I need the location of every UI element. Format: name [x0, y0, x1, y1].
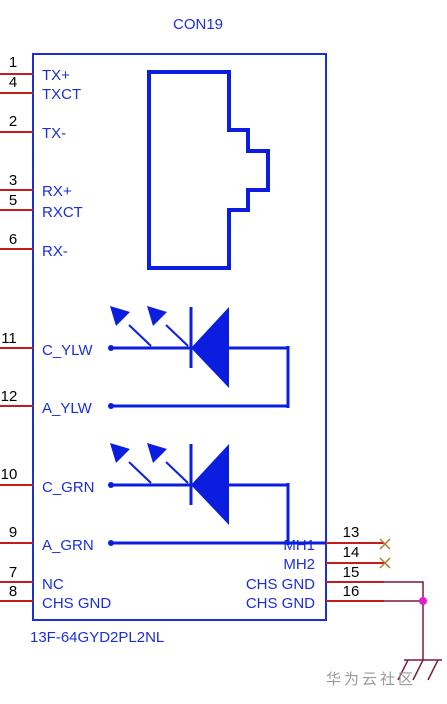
- chassis-ground-net: [384, 581, 424, 660]
- pin-number: 4: [9, 74, 17, 91]
- pin-label: TX-: [42, 125, 66, 142]
- pin-left-12[interactable]: 12 A_YLW: [0, 388, 93, 417]
- rj45-socket-icon: [147, 70, 270, 270]
- pin-left-7[interactable]: 7 NC: [0, 564, 64, 593]
- pin-number: 16: [343, 583, 360, 600]
- pin-label: CHS GND: [42, 595, 111, 612]
- pin-number: 9: [9, 524, 17, 541]
- pin-label: CHS GND: [246, 576, 315, 593]
- component-designator: CON19: [173, 16, 223, 33]
- no-connect-marker-mh2: [379, 557, 391, 569]
- pin-label: MH2: [283, 556, 315, 573]
- component-part-number: 13F-64GYD2PL2NL: [30, 629, 164, 646]
- pin-label: MH1: [283, 537, 315, 554]
- pin-left-11[interactable]: 11 C_YLW: [0, 330, 93, 359]
- pin-number: 7: [9, 564, 17, 581]
- pin-number: 2: [9, 113, 17, 130]
- pin-left-5[interactable]: 5 RXCT: [0, 192, 83, 221]
- pin-left-8[interactable]: 8 CHS GND: [0, 583, 111, 612]
- pin-number: 12: [1, 388, 18, 405]
- pin-number: 15: [343, 564, 360, 581]
- pin-number: 11: [1, 330, 17, 347]
- pin-left-10[interactable]: 10 C_GRN: [0, 466, 95, 496]
- watermark-text: 华为云社区: [326, 671, 416, 688]
- pin-label: TX+: [42, 67, 70, 84]
- no-connect-marker-mh1: [379, 538, 391, 550]
- pin-left-9[interactable]: 9 A_GRN: [0, 524, 94, 554]
- pin-label: A_YLW: [42, 400, 93, 417]
- pin-right-16[interactable]: 16 CHS GND: [246, 583, 384, 612]
- pin-label: C_YLW: [42, 342, 93, 359]
- pin-label: NC: [42, 576, 64, 593]
- pin-number: 8: [9, 583, 17, 600]
- pin-left-6[interactable]: 6 RX-: [0, 231, 68, 260]
- pin-label: RX+: [42, 183, 72, 200]
- pin-number: 10: [1, 466, 18, 483]
- pin-number: 5: [9, 192, 17, 209]
- pin-number: 13: [343, 524, 360, 541]
- pin-label: RXCT: [42, 204, 83, 221]
- green-led-icon: [108, 443, 326, 546]
- pin-number: 14: [343, 544, 360, 561]
- pin-left-2[interactable]: 2 TX-: [0, 113, 66, 142]
- pin-label: TXCT: [42, 86, 81, 103]
- connector-body: [32, 53, 327, 621]
- pin-left-1[interactable]: 1 TX+: [0, 54, 70, 84]
- yellow-led-icon: [108, 306, 290, 409]
- pin-number: 1: [9, 54, 17, 71]
- pin-left-4[interactable]: 4 TXCT: [0, 74, 81, 103]
- pin-right-15[interactable]: 15 CHS GND: [246, 564, 384, 593]
- net-junction-dot: [419, 597, 427, 605]
- pin-label: C_GRN: [42, 479, 95, 496]
- pin-right-14[interactable]: 14 MH2: [283, 544, 384, 573]
- pin-right-13[interactable]: 13 MH1: [283, 524, 384, 554]
- pin-number: 6: [9, 231, 17, 248]
- pin-label: RX-: [42, 243, 68, 260]
- chassis-ground-icon: [397, 659, 442, 681]
- pin-left-3[interactable]: 3 RX+: [0, 172, 72, 200]
- pin-label: CHS GND: [246, 595, 315, 612]
- pin-label: A_GRN: [42, 537, 94, 554]
- pin-number: 3: [9, 172, 17, 189]
